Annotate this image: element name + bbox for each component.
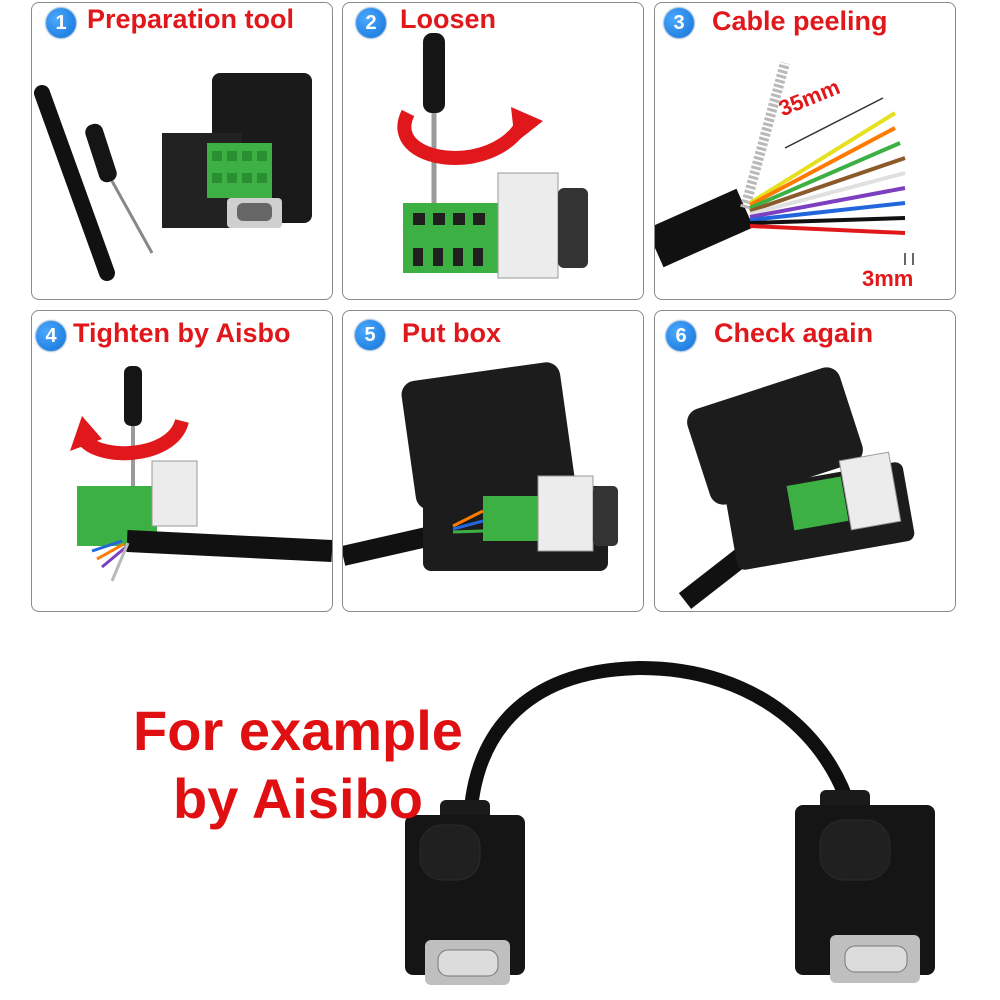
put-box-illustration <box>343 362 618 571</box>
step-panel-2 <box>342 2 644 300</box>
step-title: Tighten by Aisbo <box>73 318 291 348</box>
step-panel-5 <box>342 310 644 612</box>
step-title: Put box <box>402 318 501 348</box>
step-title: Loosen <box>400 4 497 34</box>
step-panel-3 <box>654 2 956 300</box>
step-panel-1 <box>31 2 333 300</box>
step-number-badge: 4 <box>36 321 66 351</box>
example-caption-line-1: For example <box>133 699 463 762</box>
example-caption-line-2: by Aisibo <box>173 767 423 830</box>
step-number-badge: 3 <box>664 8 694 38</box>
step-number-badge: 6 <box>666 321 696 351</box>
tighten-illustration <box>70 366 332 582</box>
check-again-illustration <box>678 367 915 609</box>
cable-peeling-illustration <box>655 61 914 268</box>
step-number-badge: 1 <box>46 8 76 38</box>
step-panel-4 <box>31 310 333 612</box>
step-title: Preparation tool <box>87 4 295 34</box>
step-title: Check again <box>714 318 874 348</box>
loosen-illustration <box>397 33 588 279</box>
step-title: Cable peeling <box>712 6 888 36</box>
step-number-badge: 2 <box>356 8 386 38</box>
step-number-badge: 5 <box>355 320 385 350</box>
preparation-tools-illustration <box>34 73 312 281</box>
step-panel-6 <box>654 310 956 612</box>
wire-end-length-label: 3mm <box>862 266 914 291</box>
